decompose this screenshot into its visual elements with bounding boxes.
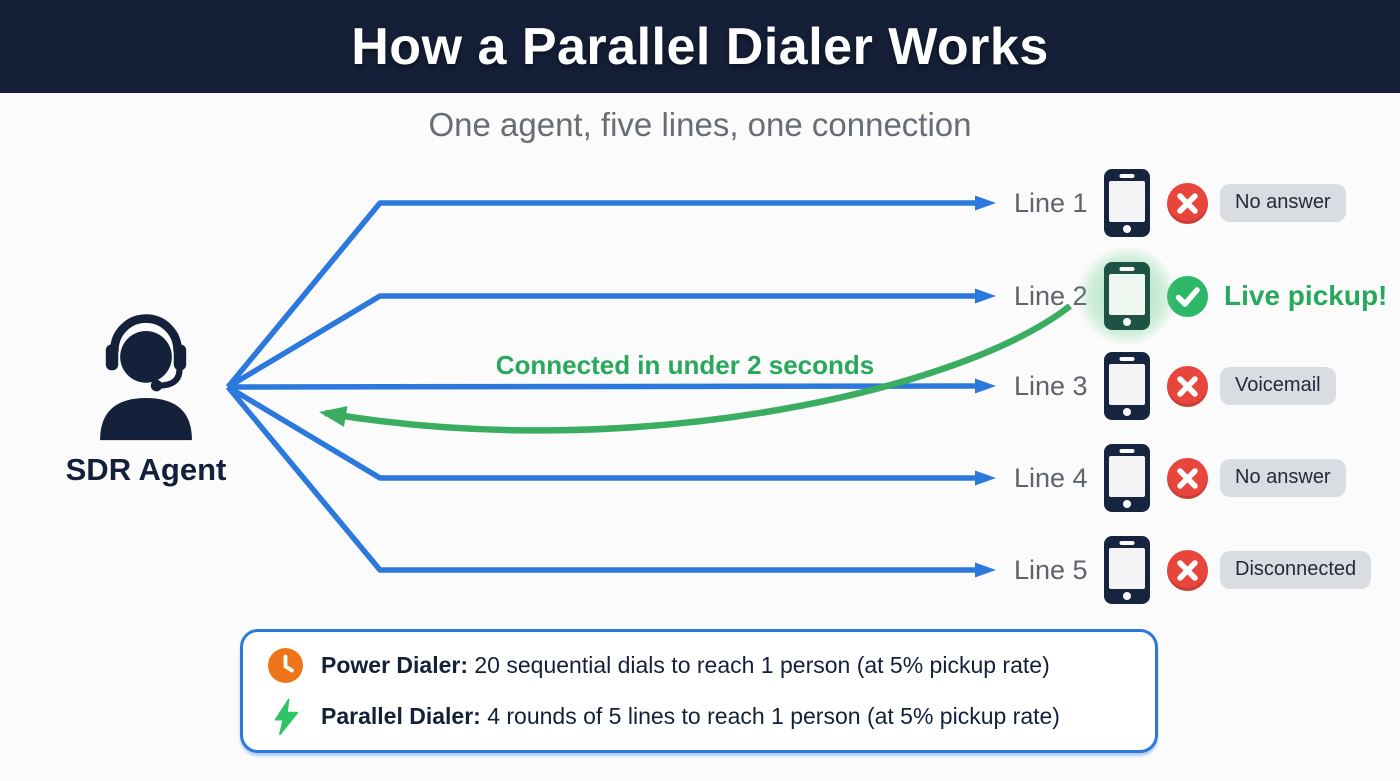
line-row: Line 4 No answer [1014, 443, 1346, 513]
line-label: Line 3 [1014, 370, 1088, 401]
parallel-dialer-detail: 4 rounds of 5 lines to reach 1 person (a… [487, 703, 1060, 729]
phone-wrap [1104, 352, 1150, 420]
power-dialer-label: Power Dialer: [321, 651, 468, 678]
call-line-5 [225, 385, 996, 578]
parallel-dialer-text: Parallel Dialer: 4 rounds of 5 lines to … [321, 703, 1060, 730]
header-bar: How a Parallel Dialer Works [0, 0, 1400, 93]
x-circle-icon [1167, 365, 1208, 407]
line-row: Line 1 No answer [1014, 168, 1346, 238]
phone-wrap [1104, 444, 1150, 512]
live-pickup-text: Live pickup! [1224, 280, 1388, 311]
x-circle-icon [1167, 549, 1208, 591]
clock-icon [267, 647, 304, 684]
status-badge: Disconnected [1220, 551, 1372, 589]
call-line-4 [226, 384, 996, 486]
power-dialer-detail: 20 sequential dials to reach 1 person (a… [474, 651, 1050, 678]
smartphone-icon [1104, 169, 1150, 237]
agent-label: SDR Agent [65, 452, 227, 487]
phone-wrap [1104, 169, 1150, 237]
power-dialer-row: Power Dialer: 20 sequential dials to rea… [267, 647, 1131, 684]
page-title: How a Parallel Dialer Works [351, 17, 1049, 76]
x-circle-icon [1167, 457, 1208, 499]
lightning-bolt-icon [267, 698, 304, 736]
x-circle-icon [1167, 182, 1208, 224]
smartphone-icon [1104, 536, 1150, 604]
line-row: Line 3 Voicemail [1014, 351, 1336, 421]
phone-screen [1109, 364, 1145, 405]
sdr-agent: SDR Agent [56, 310, 236, 488]
line-label: Line 5 [1014, 554, 1088, 585]
line-label: Line 1 [1014, 187, 1088, 218]
phone-wrap [1104, 536, 1150, 604]
comparison-box: Power Dialer: 20 sequential dials to rea… [240, 629, 1158, 753]
blue-call-lines [225, 195, 996, 578]
line-row: Line 2 Live pickup! [1014, 226, 1388, 366]
connection-note: Connected in under 2 seconds [495, 350, 875, 380]
parallel-dialer-row: Parallel Dialer: 4 rounds of 5 lines to … [267, 698, 1131, 736]
phone-screen [1109, 456, 1145, 497]
smartphone-icon [1104, 262, 1150, 330]
call-line-3 [227, 378, 996, 394]
status-badge: No answer [1220, 184, 1346, 222]
subtitle: One agent, five lines, one connection [428, 106, 972, 143]
phone-screen [1109, 181, 1145, 222]
smartphone-icon [1104, 444, 1150, 512]
line-label: Line 4 [1014, 462, 1088, 493]
power-dialer-text: Power Dialer: 20 sequential dials to rea… [321, 652, 1050, 679]
phone-screen [1109, 548, 1145, 589]
status-badge: Voicemail [1220, 367, 1336, 405]
parallel-dialer-label: Parallel Dialer: [321, 703, 481, 729]
status-badge: No answer [1220, 459, 1346, 497]
line-row: Line 5 Disconnected [1014, 535, 1372, 605]
phone-screen [1109, 274, 1145, 315]
headset-agent-icon [100, 314, 192, 441]
phone-wrap [1057, 226, 1197, 366]
smartphone-icon [1104, 352, 1150, 420]
